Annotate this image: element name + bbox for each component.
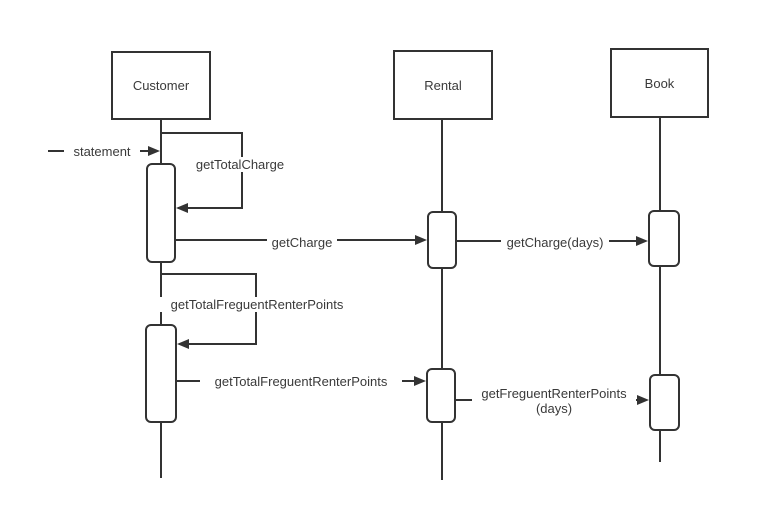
- customer-activation-1: [146, 163, 176, 263]
- get-charge-arrowhead-icon: [415, 235, 427, 245]
- actor-box-book: Book: [610, 48, 709, 118]
- get-freguent-renter-points-arrowhead-icon: [637, 395, 649, 405]
- customer-activation-2: [145, 324, 177, 423]
- self-call-2-arrowhead-icon: [177, 339, 189, 349]
- rental-lifeline: [441, 120, 443, 480]
- self-call-1-arrowhead-icon: [176, 203, 188, 213]
- get-charge-label: getCharge: [267, 235, 337, 250]
- actor-box-customer: Customer: [111, 51, 211, 120]
- self-call-1-return-line: [178, 207, 243, 209]
- get-freguent-renter-points-label: getFreguentRenterPoints (days): [472, 386, 636, 416]
- self-call-2-return-line: [179, 343, 257, 345]
- get-freguent-renter-points-label-line1: getFreguentRenterPoints: [481, 386, 627, 401]
- get-total-freguent-renter-points-self-label: getTotalFreguentRenterPoints: [159, 297, 355, 312]
- rental-activation-2: [426, 368, 456, 423]
- self-call-1-top-line: [161, 132, 243, 134]
- statement-message-label: statement: [64, 144, 140, 159]
- get-freguent-renter-points-label-line2: (days): [535, 401, 573, 416]
- get-total-freguent-renter-points-label: getTotalFreguentRenterPoints: [200, 374, 402, 389]
- get-charge-days-arrowhead-icon: [636, 236, 648, 246]
- book-activation-1: [648, 210, 680, 267]
- statement-arrowhead-icon: [148, 146, 160, 156]
- book-lifeline: [659, 118, 661, 462]
- book-activation-2: [649, 374, 680, 431]
- get-total-freguent-renter-points-arrowhead-icon: [414, 376, 426, 386]
- get-charge-days-label: getCharge(days): [501, 235, 609, 250]
- actor-box-rental: Rental: [393, 50, 493, 120]
- rental-activation-1: [427, 211, 457, 269]
- get-total-charge-label: getTotalCharge: [190, 157, 290, 172]
- self-call-2-top-line: [161, 273, 257, 275]
